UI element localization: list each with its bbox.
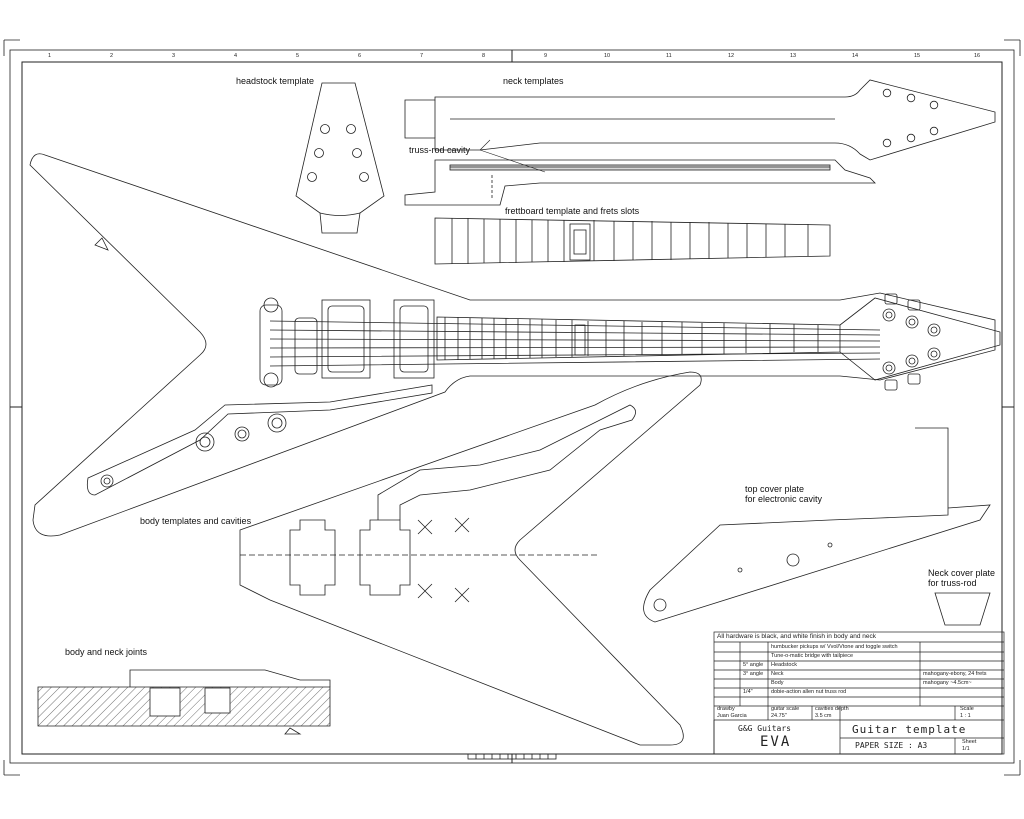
cavities-depth-label: cavities depth (815, 706, 849, 712)
neck-template (404, 79, 996, 206)
row-4-material: mahogany-ebony, 24 frets (923, 671, 987, 677)
paper-size: PAPER SIZE : A3 (855, 741, 928, 750)
scale-label: Scale (960, 706, 974, 712)
top-cover-plate (643, 427, 991, 623)
corner-marks (3, 39, 1021, 776)
fretboard-template (434, 217, 831, 265)
sheet-value: 1/1 (962, 746, 970, 752)
title-block-header: All hardware is black, and white finish … (717, 633, 876, 640)
truss-rod-label: truss-rod cavity (409, 145, 471, 155)
row-3-desc: Headstock (771, 662, 797, 668)
row-2-desc: Tune-o-matic bridge with tailpiece (771, 653, 854, 659)
headstock-template-label: headstock template (236, 76, 315, 86)
top-cover-label-1: top cover plate (745, 484, 805, 494)
model-name: EVA (760, 734, 792, 750)
row-4-angle: 3° angle (743, 671, 764, 677)
neck-fretboard (436, 316, 841, 361)
body-neck-joints-label: body and neck joints (65, 647, 148, 657)
company-name: G&G Guitars (738, 724, 791, 733)
row-4-desc: Neck (771, 671, 784, 677)
fretboard-label: frettboard template and frets slots (505, 206, 640, 216)
headstock-template (295, 82, 385, 234)
neck-cover-label-2: for truss-rod (928, 578, 977, 588)
guitar-scale-label: guitar scale (771, 706, 800, 712)
drawn-by-label: drawby (717, 706, 735, 712)
row-1-desc: humbucker pickups w/ Vvol/Vtone and togg… (771, 644, 898, 650)
top-cover-label-2: for electronic cavity (745, 494, 823, 504)
row-3-angle: 5° angle (743, 662, 764, 668)
row-5-desc: Body (771, 680, 784, 686)
body-templates-label: body templates and cavities (140, 516, 252, 526)
drawn-by-value: Juan Garcia (717, 713, 747, 719)
drawing-title: Guitar template (852, 723, 967, 736)
neck-cover-plate (934, 592, 991, 626)
cavities-depth-value: 3.5 cm (815, 713, 832, 719)
neck-templates-label: neck templates (503, 76, 564, 86)
row-6-desc: dobie-action allen nut truss rod (771, 689, 847, 695)
row-5-material: mahogany ~4.5cm~ (923, 680, 972, 686)
body-template (239, 371, 702, 746)
neck-cover-label-1: Neck cover plate (928, 568, 996, 578)
outer-frame (9, 49, 1015, 764)
body-headstock (839, 293, 1001, 391)
title-block (713, 631, 1005, 755)
scale-value: 1 : 1 (960, 713, 971, 719)
guitar-scale-value: 24.75" (771, 713, 787, 719)
body-neck-joint (37, 669, 331, 735)
sheet-label: Sheet (962, 739, 977, 745)
row-6-size: 1/4" (743, 689, 753, 695)
scale-bar (467, 753, 557, 760)
